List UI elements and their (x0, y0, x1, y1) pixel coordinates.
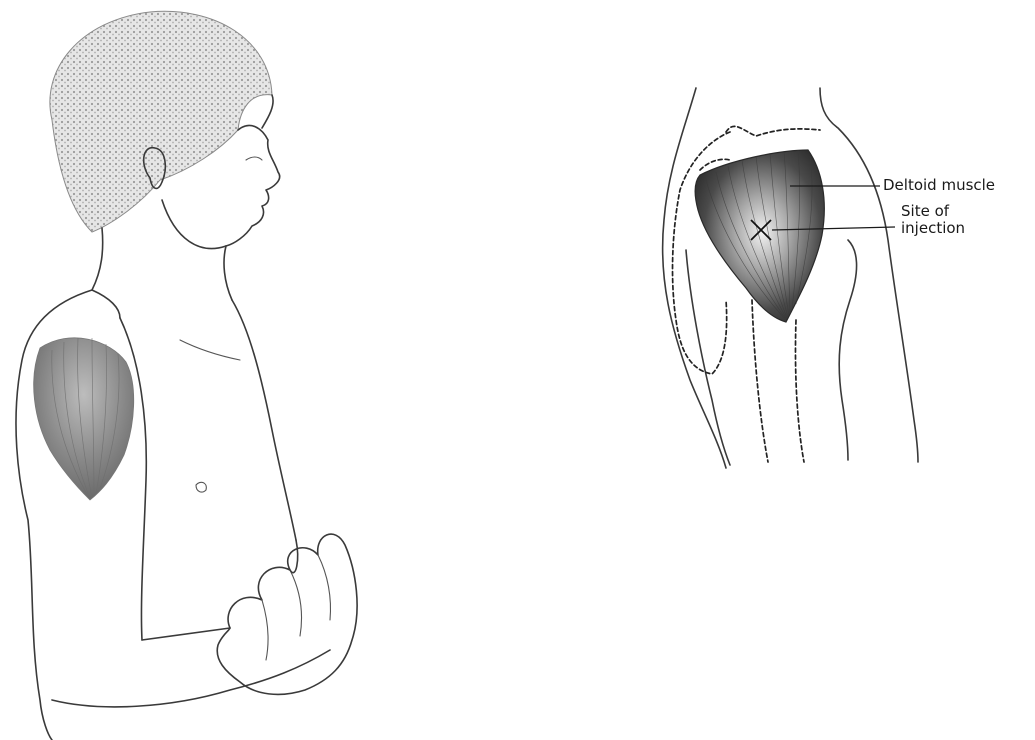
clavicle-outline (726, 126, 820, 136)
arm-outline-right (820, 88, 918, 462)
child-deltoid-muscle (34, 338, 134, 500)
arm-outline-left (663, 88, 726, 468)
injection-site-label-line1: Site of (901, 202, 949, 220)
shaft-line-right (795, 320, 804, 462)
deltoid-muscle-label: Deltoid muscle (883, 176, 995, 194)
shaft-line-left (752, 300, 768, 462)
child-head (50, 11, 280, 300)
deltoid-diagram (663, 88, 918, 468)
diagram-deltoid-muscle (695, 150, 824, 322)
inner-arm-line (686, 250, 730, 465)
injection-site-label-line2: injection (901, 219, 965, 237)
chest-line (839, 240, 856, 460)
child-figure (16, 11, 357, 740)
